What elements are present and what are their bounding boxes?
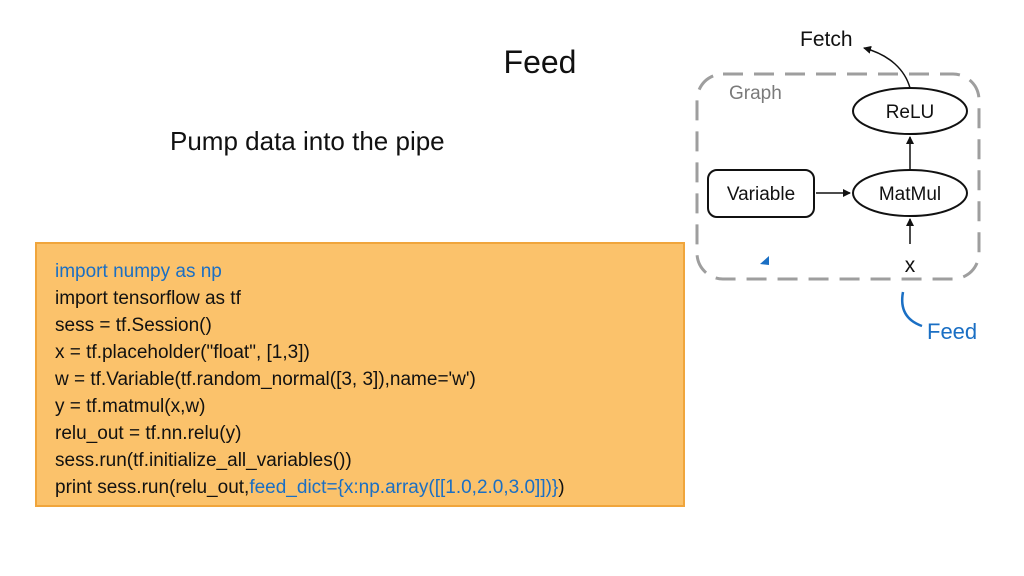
code-line: y = tf.matmul(x,w): [55, 393, 683, 420]
code-token: y = tf.matmul(x,w): [55, 396, 206, 417]
code-token: w = tf.Variable(tf.random_normal([3, 3])…: [55, 369, 476, 390]
code-token: sess = tf.Session(): [55, 315, 212, 336]
code-token: x = tf.placeholder("float", [1,3]): [55, 342, 310, 363]
code-token: relu_out = tf.nn.relu(y): [55, 423, 242, 444]
feed-label: Feed: [927, 319, 977, 344]
code-line: x = tf.placeholder("float", [1,3]): [55, 339, 683, 366]
variable-label: Variable: [727, 184, 795, 205]
slide-subtitle: Pump data into the pipe: [170, 126, 445, 156]
code-token: import tensorflow as tf: [55, 288, 241, 309]
code-line: relu_out = tf.nn.relu(y): [55, 420, 683, 447]
graph-container: [695, 72, 981, 281]
matmul-node: [852, 169, 968, 217]
code-line: sess.run(tf.initialize_all_variables()): [55, 447, 683, 474]
code-line: w = tf.Variable(tf.random_normal([3, 3])…: [55, 366, 683, 393]
relu-node: [852, 87, 968, 135]
code-token: print sess.run(relu_out,: [55, 477, 250, 498]
matmul-label: MatMul: [879, 184, 941, 205]
cursor-triangle-icon: [760, 256, 769, 265]
fetch-label: Fetch: [800, 28, 853, 51]
code-token: ): [558, 477, 565, 498]
variable-node: [707, 169, 815, 218]
code-block: import numpy as np import tensorflow as t…: [35, 242, 685, 507]
code-token: sess.run(tf.initialize_all_variables()): [55, 450, 352, 471]
relu-label: ReLU: [886, 102, 935, 123]
fetch-arrow: [863, 45, 911, 89]
code-line: sess = tf.Session(): [55, 312, 683, 339]
graph-label: Graph: [729, 83, 782, 104]
code-token: feed_dict={x:np.array([[1.0,2.0,3.0]])}: [249, 477, 559, 498]
code-line: import tensorflow as tf: [55, 285, 683, 312]
x-label: x: [905, 254, 916, 277]
code-token: import numpy as np: [55, 261, 222, 282]
slide-title: Feed: [503, 44, 577, 80]
feed-curve: [901, 291, 923, 328]
code-line: print sess.run(relu_out,feed_dict={x:np.…: [55, 474, 683, 501]
code-line: import numpy as np: [55, 258, 683, 285]
